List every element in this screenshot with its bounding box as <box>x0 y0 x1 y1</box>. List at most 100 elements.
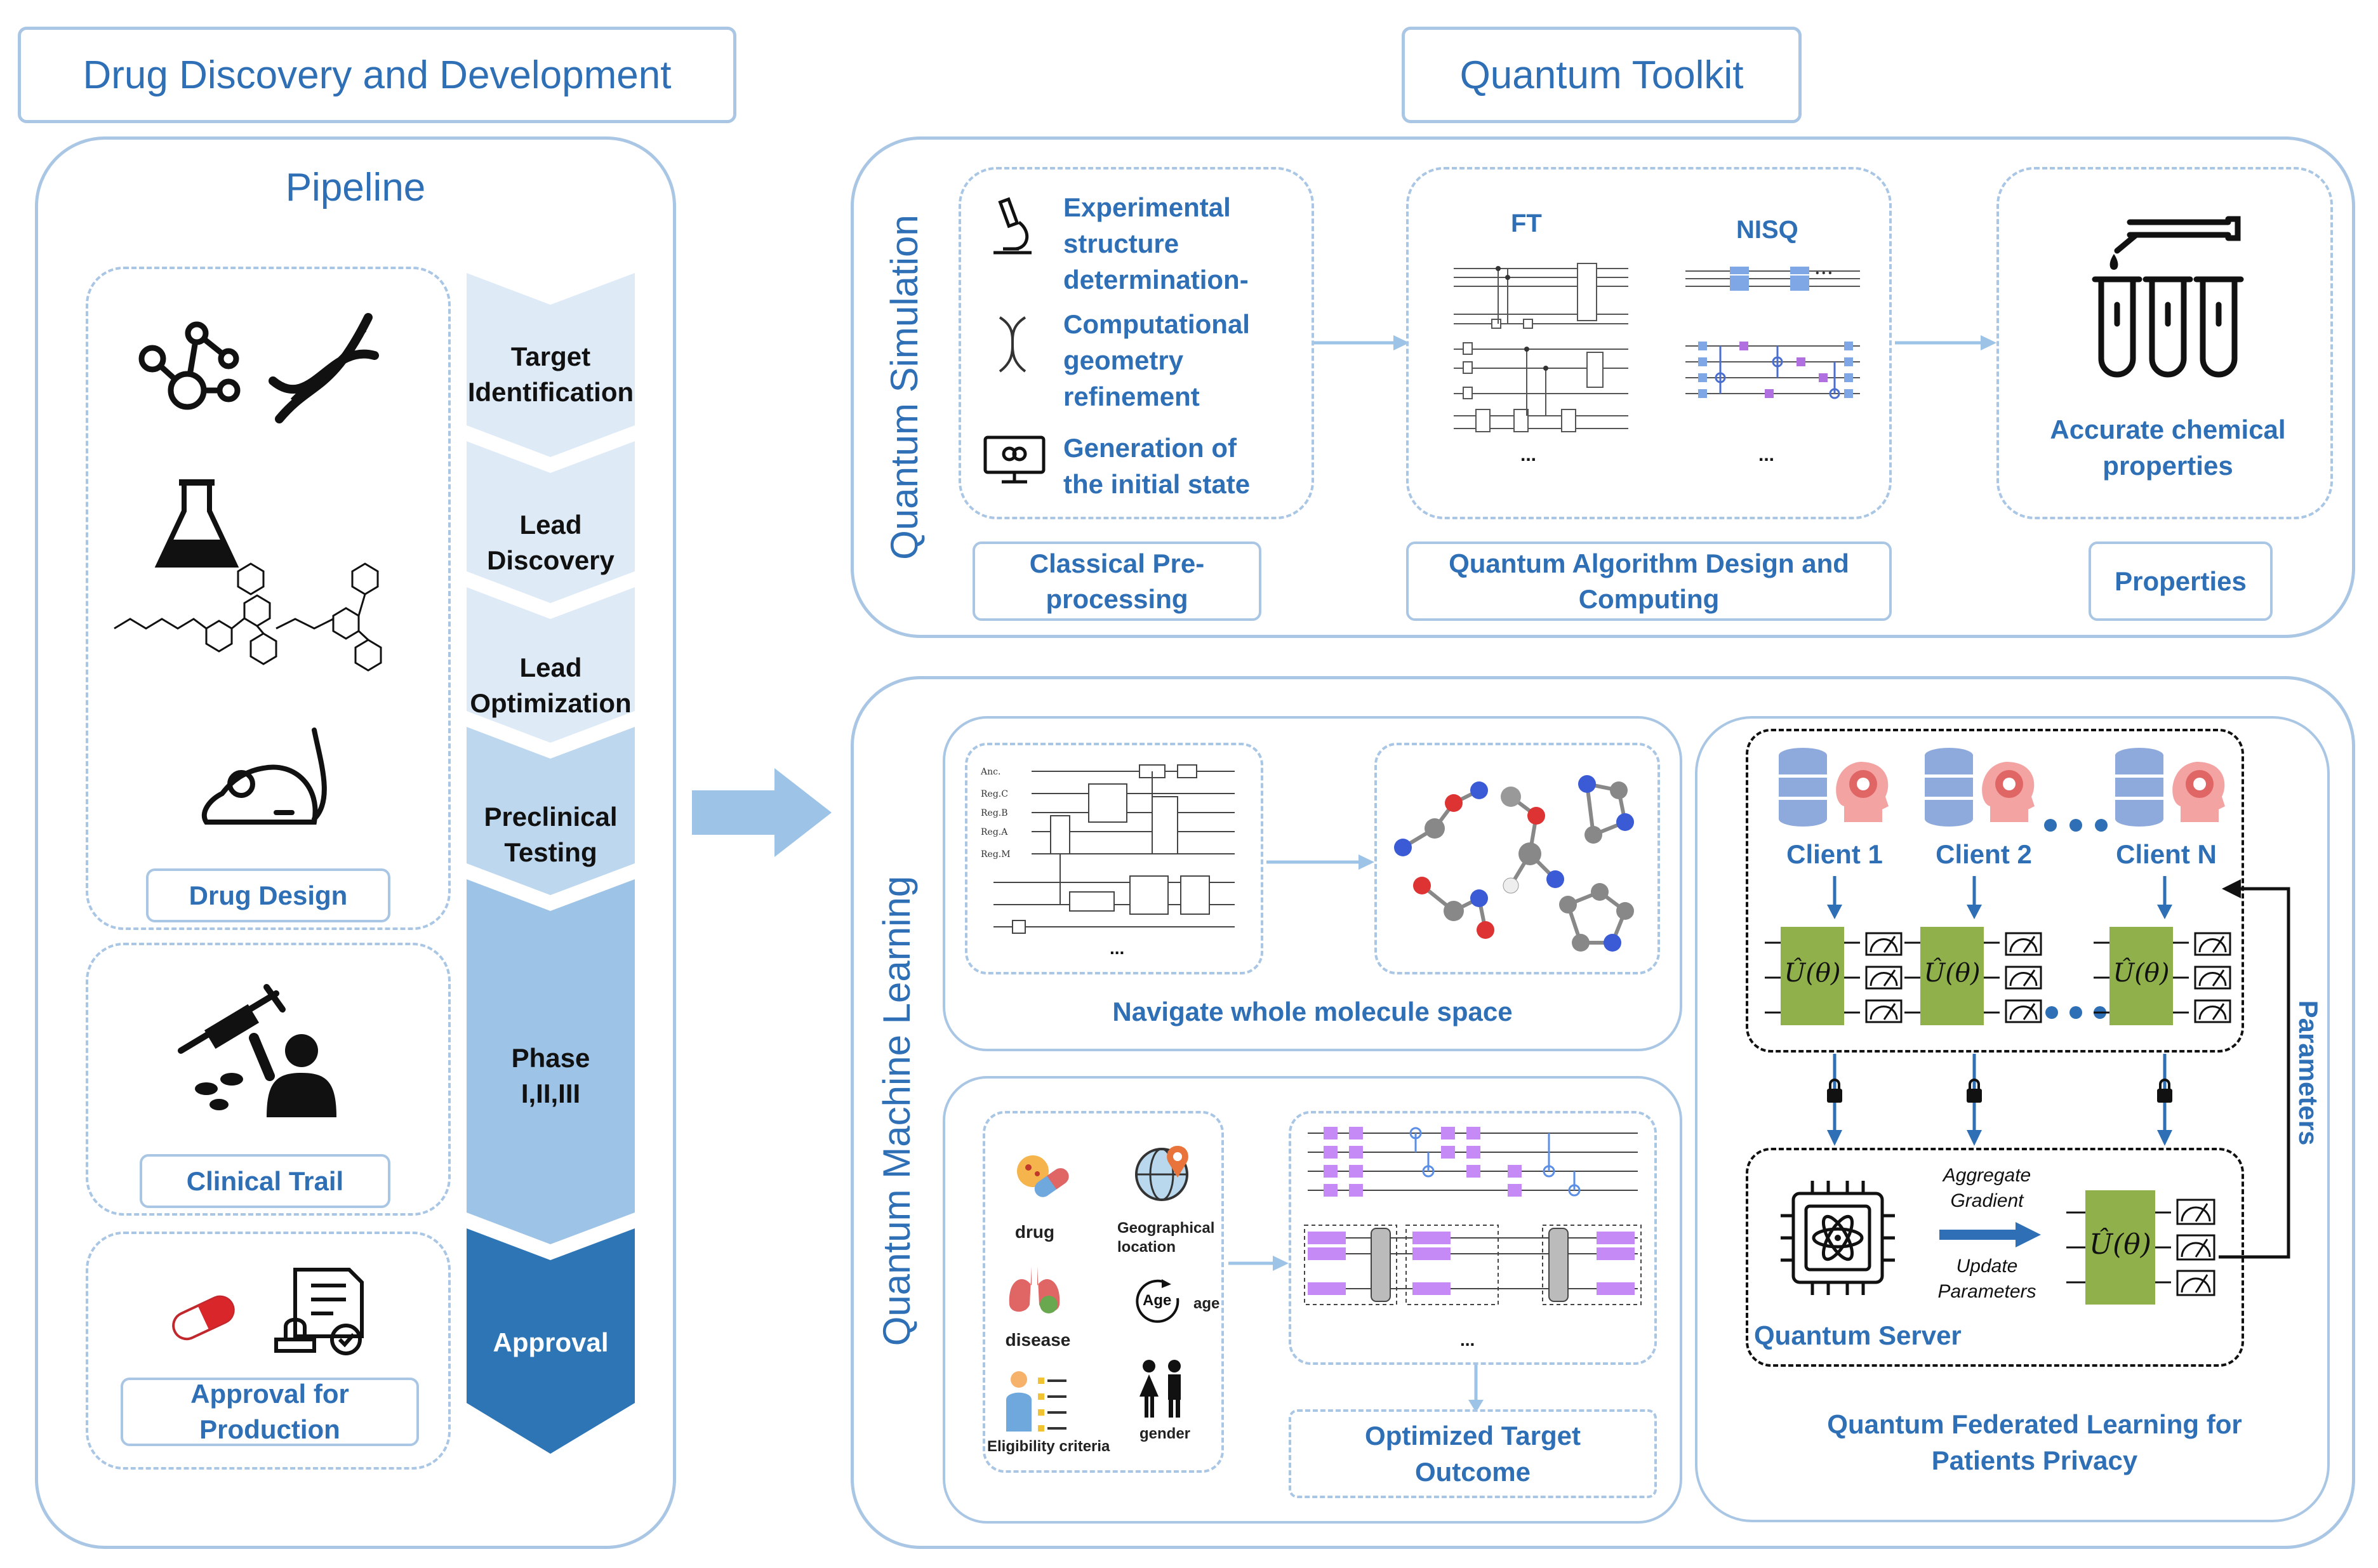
geographical-location-icon <box>1135 1146 1188 1201</box>
pipeline-title: Pipeline <box>285 166 426 209</box>
flask-icon <box>154 479 239 568</box>
ft-label: FT <box>1511 209 1542 237</box>
client-2-unitary: Û(θ) <box>1904 924 2047 1028</box>
preprocessing-box <box>959 167 1314 519</box>
document-stamp-icon <box>274 1268 364 1355</box>
server-unitary: Û(θ) <box>2066 1187 2219 1308</box>
optimization-circuit-ellipsis: ... <box>1460 1330 1475 1350</box>
client-dots <box>2044 819 2108 832</box>
arrow-sim-2 <box>1895 335 1996 350</box>
drug-design-box <box>86 267 451 930</box>
client-2-icon <box>1925 748 2035 827</box>
optimization-circuit-box <box>1289 1111 1657 1365</box>
gender-icon <box>1139 1360 1181 1418</box>
client-2-label: Client 2 <box>1936 839 2032 869</box>
client-arrows <box>1827 876 2172 919</box>
factor-geographical-location: Geographical location <box>1117 1219 1215 1256</box>
qml-panel <box>851 676 2355 1549</box>
syringe-patient-icon <box>178 984 336 1117</box>
dna-icon <box>269 313 379 423</box>
stage-phase: Phase I,II,III <box>511 1043 590 1108</box>
microscope-icon <box>993 197 1032 255</box>
monitor-icon <box>983 435 1046 484</box>
test-tubes-icon <box>2092 216 2244 378</box>
navigate-circuit: Anc. Reg.C Reg.B Reg.A Reg.M <box>980 764 1235 934</box>
navigate-panel <box>943 716 1682 1051</box>
approval-label: Approval for Production <box>121 1378 419 1446</box>
arrow-navigate <box>1266 854 1374 870</box>
nisq-label: NISQ <box>1736 216 1798 244</box>
molecule-graph-icon <box>138 321 241 410</box>
nisq-circuit: • • • <box>1685 267 1860 399</box>
optimization-circuit <box>1304 1127 1642 1305</box>
svg-text:Reg.M: Reg.M <box>981 849 1011 860</box>
stage-preclinical-testing: Preclinical Testing <box>484 802 618 867</box>
arrow-optimized <box>1468 1365 1484 1412</box>
navigate-circuit-box <box>965 743 1263 974</box>
stage-approval: Approval <box>493 1327 609 1357</box>
factor-eligibility-criteria: Eligibility criteria <box>987 1438 1110 1455</box>
stage-lead-discovery: Lead Discovery <box>487 510 614 575</box>
ft-ellipsis: ... <box>1520 444 1537 465</box>
step-initial-state: Generation of the initial state <box>1063 433 1251 499</box>
chemical-structure-icon <box>114 562 382 672</box>
quantum-algorithm-box <box>1406 167 1892 519</box>
main-arrow-icon <box>692 768 832 857</box>
pill-icon <box>172 1295 235 1341</box>
step-computational: Computational geometry refinement <box>1063 309 1250 411</box>
stage-target-identification: Target Identification <box>467 342 634 407</box>
arrow-sim-1 <box>1314 335 1409 350</box>
factor-gender: gender <box>1139 1425 1190 1442</box>
parameters-label: Parameters <box>2294 1000 2323 1146</box>
clinical-trail-box <box>86 943 451 1216</box>
server-arrow <box>1939 1222 2041 1247</box>
clinical-trail-label: Clinical Trail <box>140 1154 390 1208</box>
quantum-simulation-side-label: Quantum Simulation <box>883 215 926 560</box>
molecules-icon <box>1394 775 1634 952</box>
drug-discovery-title: Drug Discovery and Development <box>18 27 736 123</box>
approval-box <box>86 1232 451 1470</box>
client-2-unitary-text: Û(θ) <box>1923 959 1981 988</box>
factor-disease: disease <box>1005 1330 1071 1350</box>
nisq-ellipsis: ... <box>1758 444 1775 465</box>
svg-text:• • •: • • • <box>1816 268 1832 279</box>
client-n-label: Client N <box>2116 839 2217 869</box>
arrow-factors <box>1228 1256 1289 1271</box>
factor-drug: drug <box>1014 1222 1055 1242</box>
lock-arrows <box>1827 1054 2172 1146</box>
dna-helix-icon <box>999 316 1026 373</box>
svg-text:Reg.A: Reg.A <box>981 827 1008 837</box>
pipeline-chevrons <box>467 273 635 1454</box>
properties-label: Properties <box>2089 541 2273 621</box>
quantum-algorithm-label: Quantum Algorithm Design and Computing <box>1406 541 1892 621</box>
parameters-feedback-arrow <box>2219 879 2290 1259</box>
quantum-simulation-panel <box>851 136 2355 638</box>
drug-design-label: Drug Design <box>146 868 390 922</box>
update-parameters-text: Update Parameters <box>1937 1256 2036 1302</box>
quantum-chip-icon <box>1781 1181 1895 1295</box>
federated-caption: Quantum Federated Learning for Patients … <box>1827 1409 2242 1475</box>
mouse-icon <box>201 728 327 825</box>
client-1-label: Client 1 <box>1786 839 1883 869</box>
client-n-icon <box>2115 748 2225 827</box>
navigate-label: Navigate whole molecule space <box>1112 997 1513 1027</box>
navigate-circuit-ellipsis: ... <box>1110 938 1125 958</box>
disease-lungs-icon <box>1009 1266 1060 1313</box>
step-experimental: Experimental structure determination- <box>1063 192 1249 295</box>
quantum-toolkit-title: Quantum Toolkit <box>1402 27 1802 123</box>
client-1-unitary: Û(θ) <box>1765 924 1908 1028</box>
svg-text:Reg.C: Reg.C <box>981 789 1008 799</box>
age-icon <box>1136 1279 1179 1323</box>
client-1-unitary-text: Û(θ) <box>1784 959 1841 988</box>
aggregate-gradient-text: Aggregate Gradient <box>1943 1165 2031 1211</box>
accurate-properties-text: Accurate chemical properties <box>2050 415 2286 481</box>
properties-box <box>1996 167 2333 519</box>
qml-side-label: Quantum Machine Learning <box>875 875 918 1346</box>
pipeline-panel <box>35 136 676 1549</box>
server-unitary-text: Û(θ) <box>2089 1228 2151 1261</box>
drug-icon <box>1017 1155 1069 1197</box>
stage-lead-optimization: Lead Optimization <box>470 653 632 718</box>
client-n-unitary: Û(θ) <box>2094 924 2236 1028</box>
factors-box <box>983 1111 1224 1473</box>
classical-preprocessing-label: Classical Pre-processing <box>973 541 1261 621</box>
